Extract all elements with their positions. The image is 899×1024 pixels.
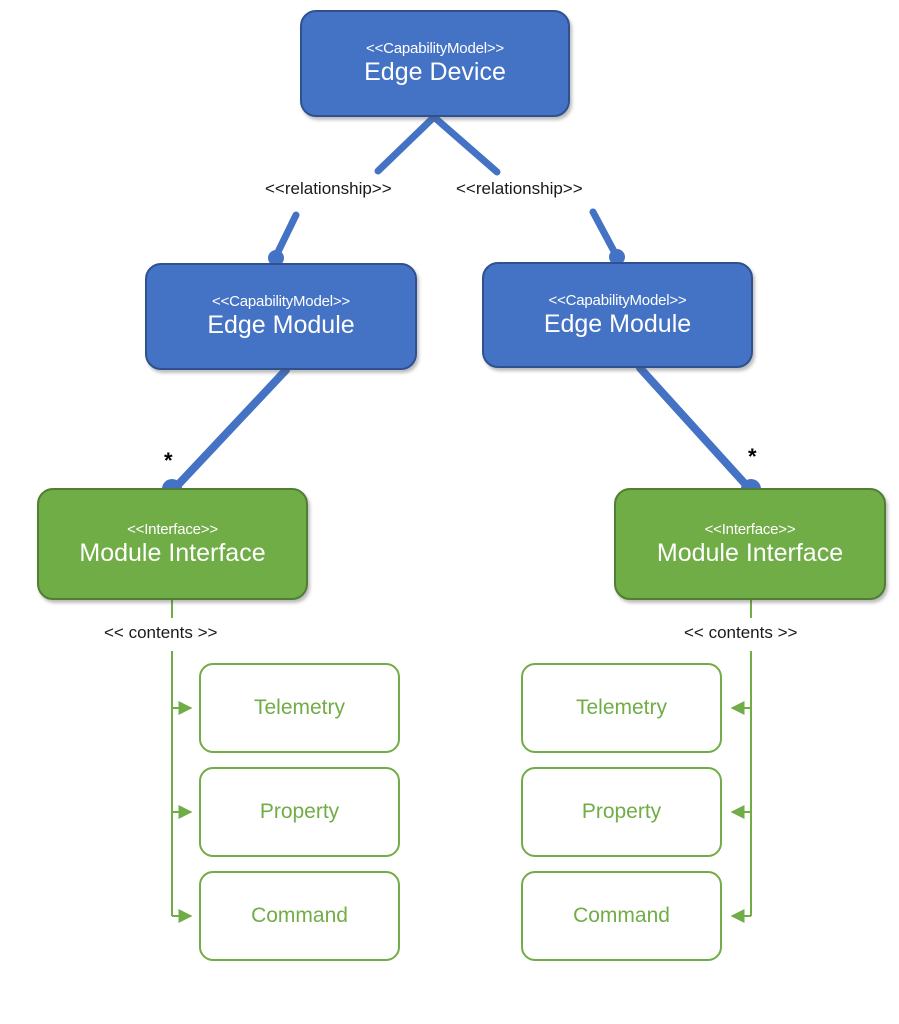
content-box-right-property-label: Property	[581, 800, 662, 823]
relationship-endpoint-dot-right	[609, 249, 625, 265]
composition-module-left-to-interface-left	[162, 366, 290, 499]
node-module-interface-left[interactable]: <<Interface>> Module Interface	[37, 488, 308, 600]
composition-line-right	[636, 364, 751, 490]
content-box-left-command-label: Command	[251, 904, 348, 927]
node-edge-module-right-title: Edge Module	[543, 309, 692, 338]
content-box-right-command-label: Command	[573, 904, 670, 927]
contents-tree-right	[730, 600, 752, 923]
edge-label-relationship-right: <<relationship>>	[456, 179, 583, 198]
content-box-right-telemetry[interactable]: Telemetry	[521, 663, 722, 753]
relationship-line-left-upper	[374, 113, 438, 175]
relationship-line-right-lower	[589, 208, 620, 259]
node-module-interface-left-stereotype: <<Interface>>	[127, 520, 218, 538]
content-box-left-telemetry-label: Telemetry	[253, 696, 346, 719]
relationship-line-left-lower	[272, 211, 300, 260]
content-box-left-command[interactable]: Command	[199, 871, 400, 961]
node-module-interface-right-title: Module Interface	[656, 538, 844, 567]
node-edge-device-title: Edge Device	[364, 58, 506, 87]
node-module-interface-right[interactable]: <<Interface>> Module Interface	[614, 488, 886, 600]
node-edge-module-left-title: Edge Module	[207, 311, 355, 340]
edge-label-contents-right: << contents >>	[684, 623, 798, 642]
edge-label-contents-left: << contents >>	[104, 623, 218, 642]
composition-module-right-to-interface-right	[636, 364, 761, 499]
contents-tree-left	[171, 600, 193, 923]
content-box-right-command[interactable]: Command	[521, 871, 722, 961]
content-box-left-property[interactable]: Property	[199, 767, 400, 857]
relationship-edge-device-to-module-left	[268, 113, 438, 266]
node-edge-module-right-stereotype: <<CapabilityModel>>	[548, 291, 687, 309]
node-edge-device-stereotype: <<CapabilityModel>>	[366, 40, 504, 57]
multiplicity-label-right: *	[748, 444, 757, 469]
relationship-edge-device-to-module-right	[430, 113, 625, 265]
node-module-interface-left-title: Module Interface	[79, 538, 266, 567]
node-module-interface-right-stereotype: <<Interface>>	[704, 520, 796, 538]
content-box-left-telemetry[interactable]: Telemetry	[199, 663, 400, 753]
content-box-right-telemetry-label: Telemetry	[575, 696, 668, 719]
composition-line-left	[172, 366, 290, 491]
edge-label-relationship-left: <<relationship>>	[265, 179, 392, 198]
relationship-endpoint-dot-left	[268, 250, 284, 266]
node-edge-device[interactable]: <<CapabilityModel>> Edge Device	[300, 10, 570, 117]
node-edge-module-left-stereotype: <<CapabilityModel>>	[212, 293, 350, 310]
node-edge-module-right[interactable]: <<CapabilityModel>> Edge Module	[482, 262, 753, 368]
content-box-right-property[interactable]: Property	[521, 767, 722, 857]
node-edge-module-left[interactable]: <<CapabilityModel>> Edge Module	[145, 263, 417, 370]
multiplicity-label-left: *	[164, 448, 173, 473]
content-box-left-property-label: Property	[259, 800, 340, 823]
relationship-line-right-upper	[430, 113, 501, 176]
